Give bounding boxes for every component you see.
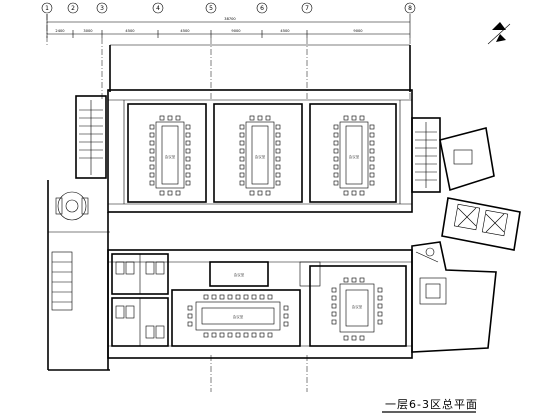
svg-text:9000: 9000	[353, 29, 363, 33]
west-corridor	[47, 180, 110, 371]
svg-text:会议室: 会议室	[234, 272, 245, 277]
restrooms	[111, 253, 169, 347]
lower-annex	[411, 241, 497, 353]
grid-bubble-1: 1	[41, 2, 53, 14]
north-arrow-icon	[487, 22, 511, 45]
grid-axis-top: 1 2 3 4 5 6 7 8	[41, 2, 416, 14]
grid-bubble-6: 6	[256, 2, 268, 14]
svg-text:会议室: 会议室	[165, 154, 176, 159]
meeting-room-lower-2: 会议室	[309, 265, 407, 347]
meeting-room-upper-1: 会议室	[127, 103, 207, 203]
right-service-room	[439, 127, 495, 192]
total-dimension: 38700	[224, 17, 236, 21]
entrance-lobby	[55, 191, 89, 221]
svg-text:3: 3	[100, 5, 104, 12]
svg-text:2400: 2400	[55, 29, 65, 33]
chairs-room-3	[333, 115, 375, 196]
svg-text:1: 1	[45, 5, 49, 12]
chairs-room-1	[149, 115, 191, 196]
drawing-title: 一层6-3区总平面	[382, 397, 478, 413]
grid-bubble-4: 4	[152, 2, 164, 14]
grid-bubble-7: 7	[301, 2, 313, 14]
svg-text:2: 2	[71, 5, 75, 12]
meeting-room-lower-1: 会议室	[171, 289, 301, 347]
grid-bubble-5: 5	[205, 2, 217, 14]
svg-text:会议室: 会议室	[255, 154, 266, 159]
grid-bubble-2: 2	[67, 2, 79, 14]
svg-text:会议室: 会议室	[349, 154, 360, 159]
grid-bubble-3: 3	[96, 2, 108, 14]
svg-text:4500: 4500	[125, 29, 135, 33]
grid-bubble-8: 8	[404, 2, 416, 14]
chairs-lower-room-1	[187, 294, 289, 338]
svg-text:6: 6	[260, 5, 264, 12]
lower-small-rooms: 会议室	[209, 261, 321, 287]
svg-text:4500: 4500	[280, 29, 290, 33]
elevator-block	[441, 197, 521, 251]
left-stair	[75, 95, 107, 179]
svg-text:7: 7	[305, 5, 309, 12]
right-stair	[411, 117, 441, 193]
upper-atrium	[109, 44, 411, 92]
svg-text:会议室: 会议室	[233, 314, 244, 319]
svg-text:会议室: 会议室	[352, 304, 363, 309]
svg-text:一层6-3区总平面: 一层6-3区总平面	[385, 397, 478, 411]
meeting-room-upper-2: 会议室	[213, 103, 303, 203]
svg-text:8: 8	[408, 5, 412, 12]
svg-text:5: 5	[209, 5, 213, 12]
chairs-room-2	[239, 115, 281, 196]
meeting-room-upper-3: 会议室	[309, 103, 397, 203]
svg-text:3000: 3000	[83, 29, 93, 33]
svg-text:4500: 4500	[180, 29, 190, 33]
svg-text:4: 4	[156, 5, 160, 12]
dimension-lines: 38700 2400 3000 4500 4500 9000 4500 9000	[46, 14, 411, 38]
chairs-lower-room-2	[331, 277, 383, 341]
svg-text:9000: 9000	[231, 29, 241, 33]
